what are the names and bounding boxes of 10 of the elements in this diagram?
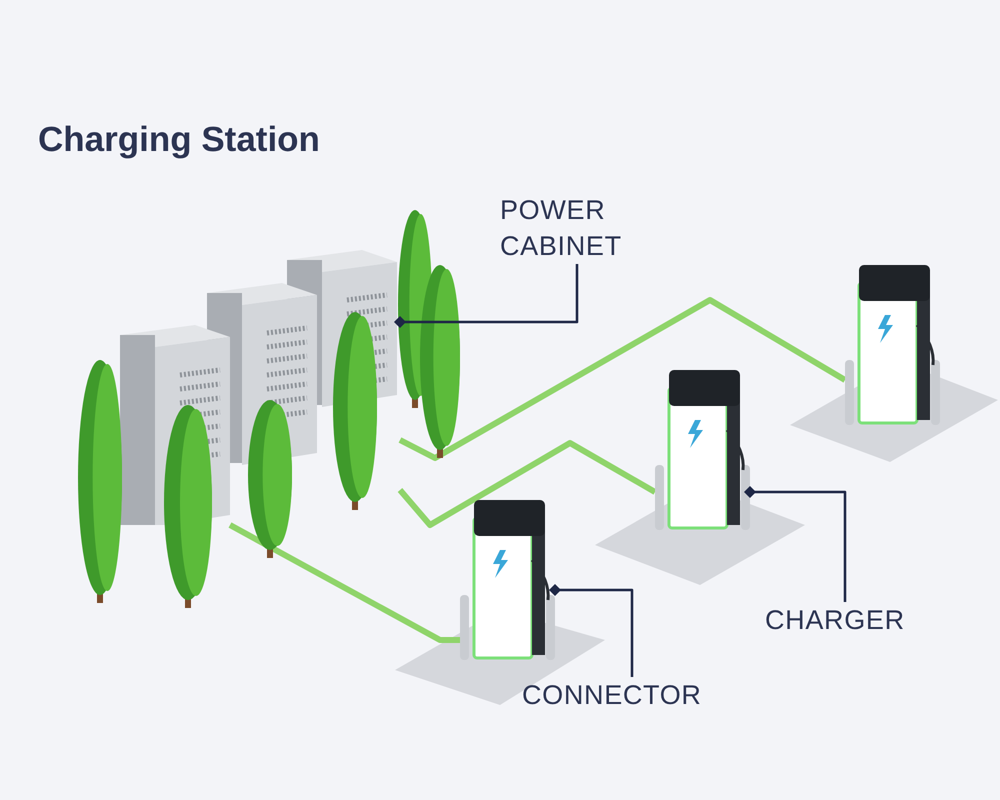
page-title: Charging Station: [38, 119, 320, 161]
leader-line: [744, 486, 846, 602]
callout-label: CONNECTOR: [522, 677, 742, 713]
cable-line: [228, 522, 460, 643]
leader-line: [549, 584, 634, 677]
cable-line: [398, 440, 656, 528]
callout-label: POWER CABINET: [500, 192, 650, 264]
cable-line: [398, 297, 847, 461]
leader-line: [394, 264, 578, 328]
callout-label: CHARGER: [765, 602, 930, 638]
